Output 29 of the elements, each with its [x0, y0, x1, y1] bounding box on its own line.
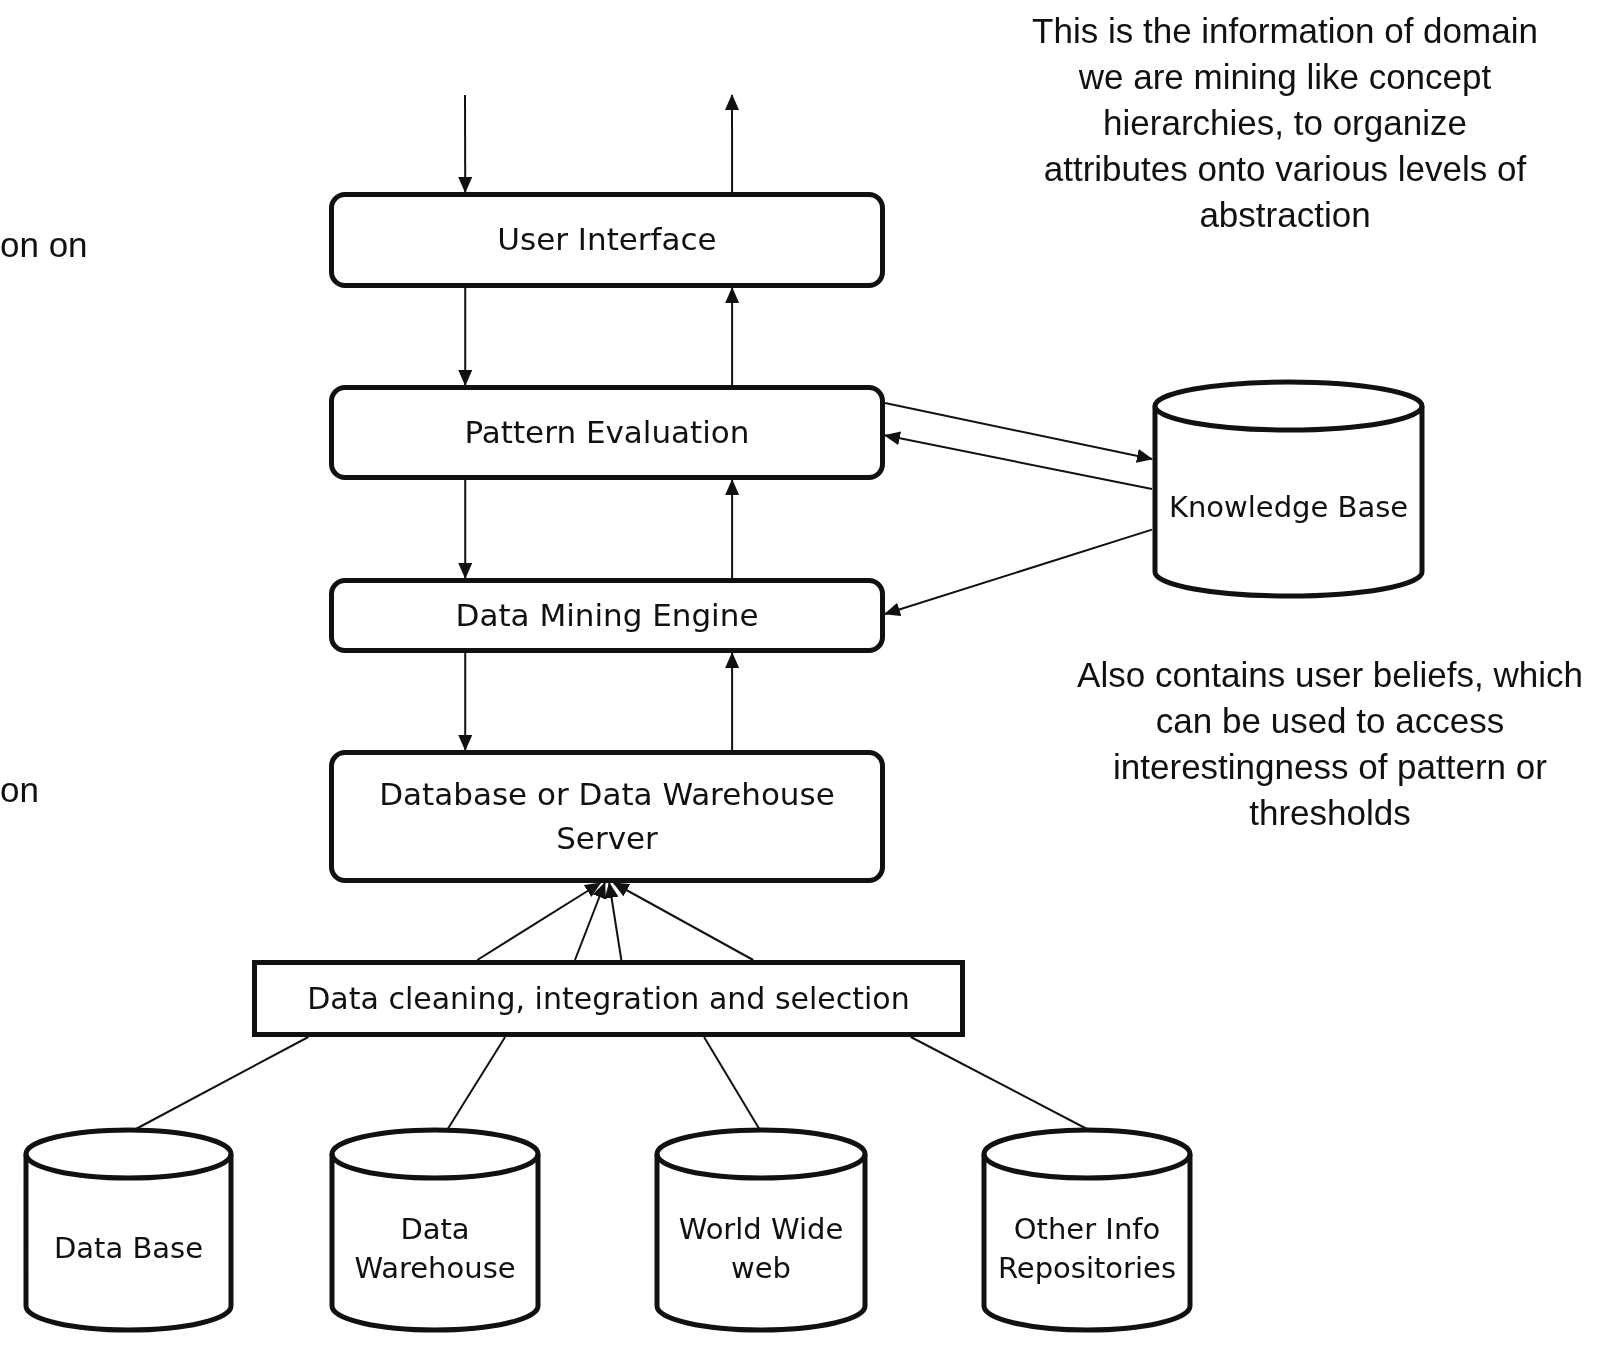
arrow	[725, 652, 740, 751]
arrow	[574, 882, 606, 961]
database-cylinder: Data Base	[23, 1130, 234, 1330]
annotation-text: Also contains user beliefs, which can be used to access interestingness of pattern or thresholds	[1076, 654, 1584, 834]
annotation-text: on on	[0, 224, 88, 266]
arrow	[458, 479, 473, 579]
arrow	[458, 94, 473, 193]
arrow	[612, 882, 755, 961]
process-box: Data Mining Engine	[329, 578, 885, 653]
process-box: User Interface	[329, 192, 885, 288]
arrow	[725, 479, 740, 579]
database-cylinder: World Wide web	[654, 1130, 868, 1330]
arrow	[725, 94, 739, 193]
process-box: Data cleaning, integration and selection	[252, 960, 965, 1037]
arrow	[884, 431, 1153, 490]
database-cylinder: Data Warehouse	[329, 1130, 541, 1330]
process-box: Database or Data Warehouse Server	[329, 750, 885, 883]
annotation-text: This is the information of domain we are mining like concept hierarchies, to organize attributes onto various levels of abstraction	[1031, 10, 1539, 236]
arrow	[725, 287, 740, 386]
arrow	[458, 287, 473, 386]
arrow	[604, 882, 623, 961]
arrow	[458, 652, 473, 751]
database-cylinder: Knowledge Base	[1152, 382, 1425, 596]
arrow	[884, 402, 1153, 463]
annotation-text: on	[0, 769, 39, 811]
arrow	[884, 528, 1153, 617]
arrow	[476, 882, 602, 961]
process-box: Pattern Evaluation	[329, 385, 885, 480]
database-cylinder: Other Info Repositories	[981, 1130, 1193, 1330]
